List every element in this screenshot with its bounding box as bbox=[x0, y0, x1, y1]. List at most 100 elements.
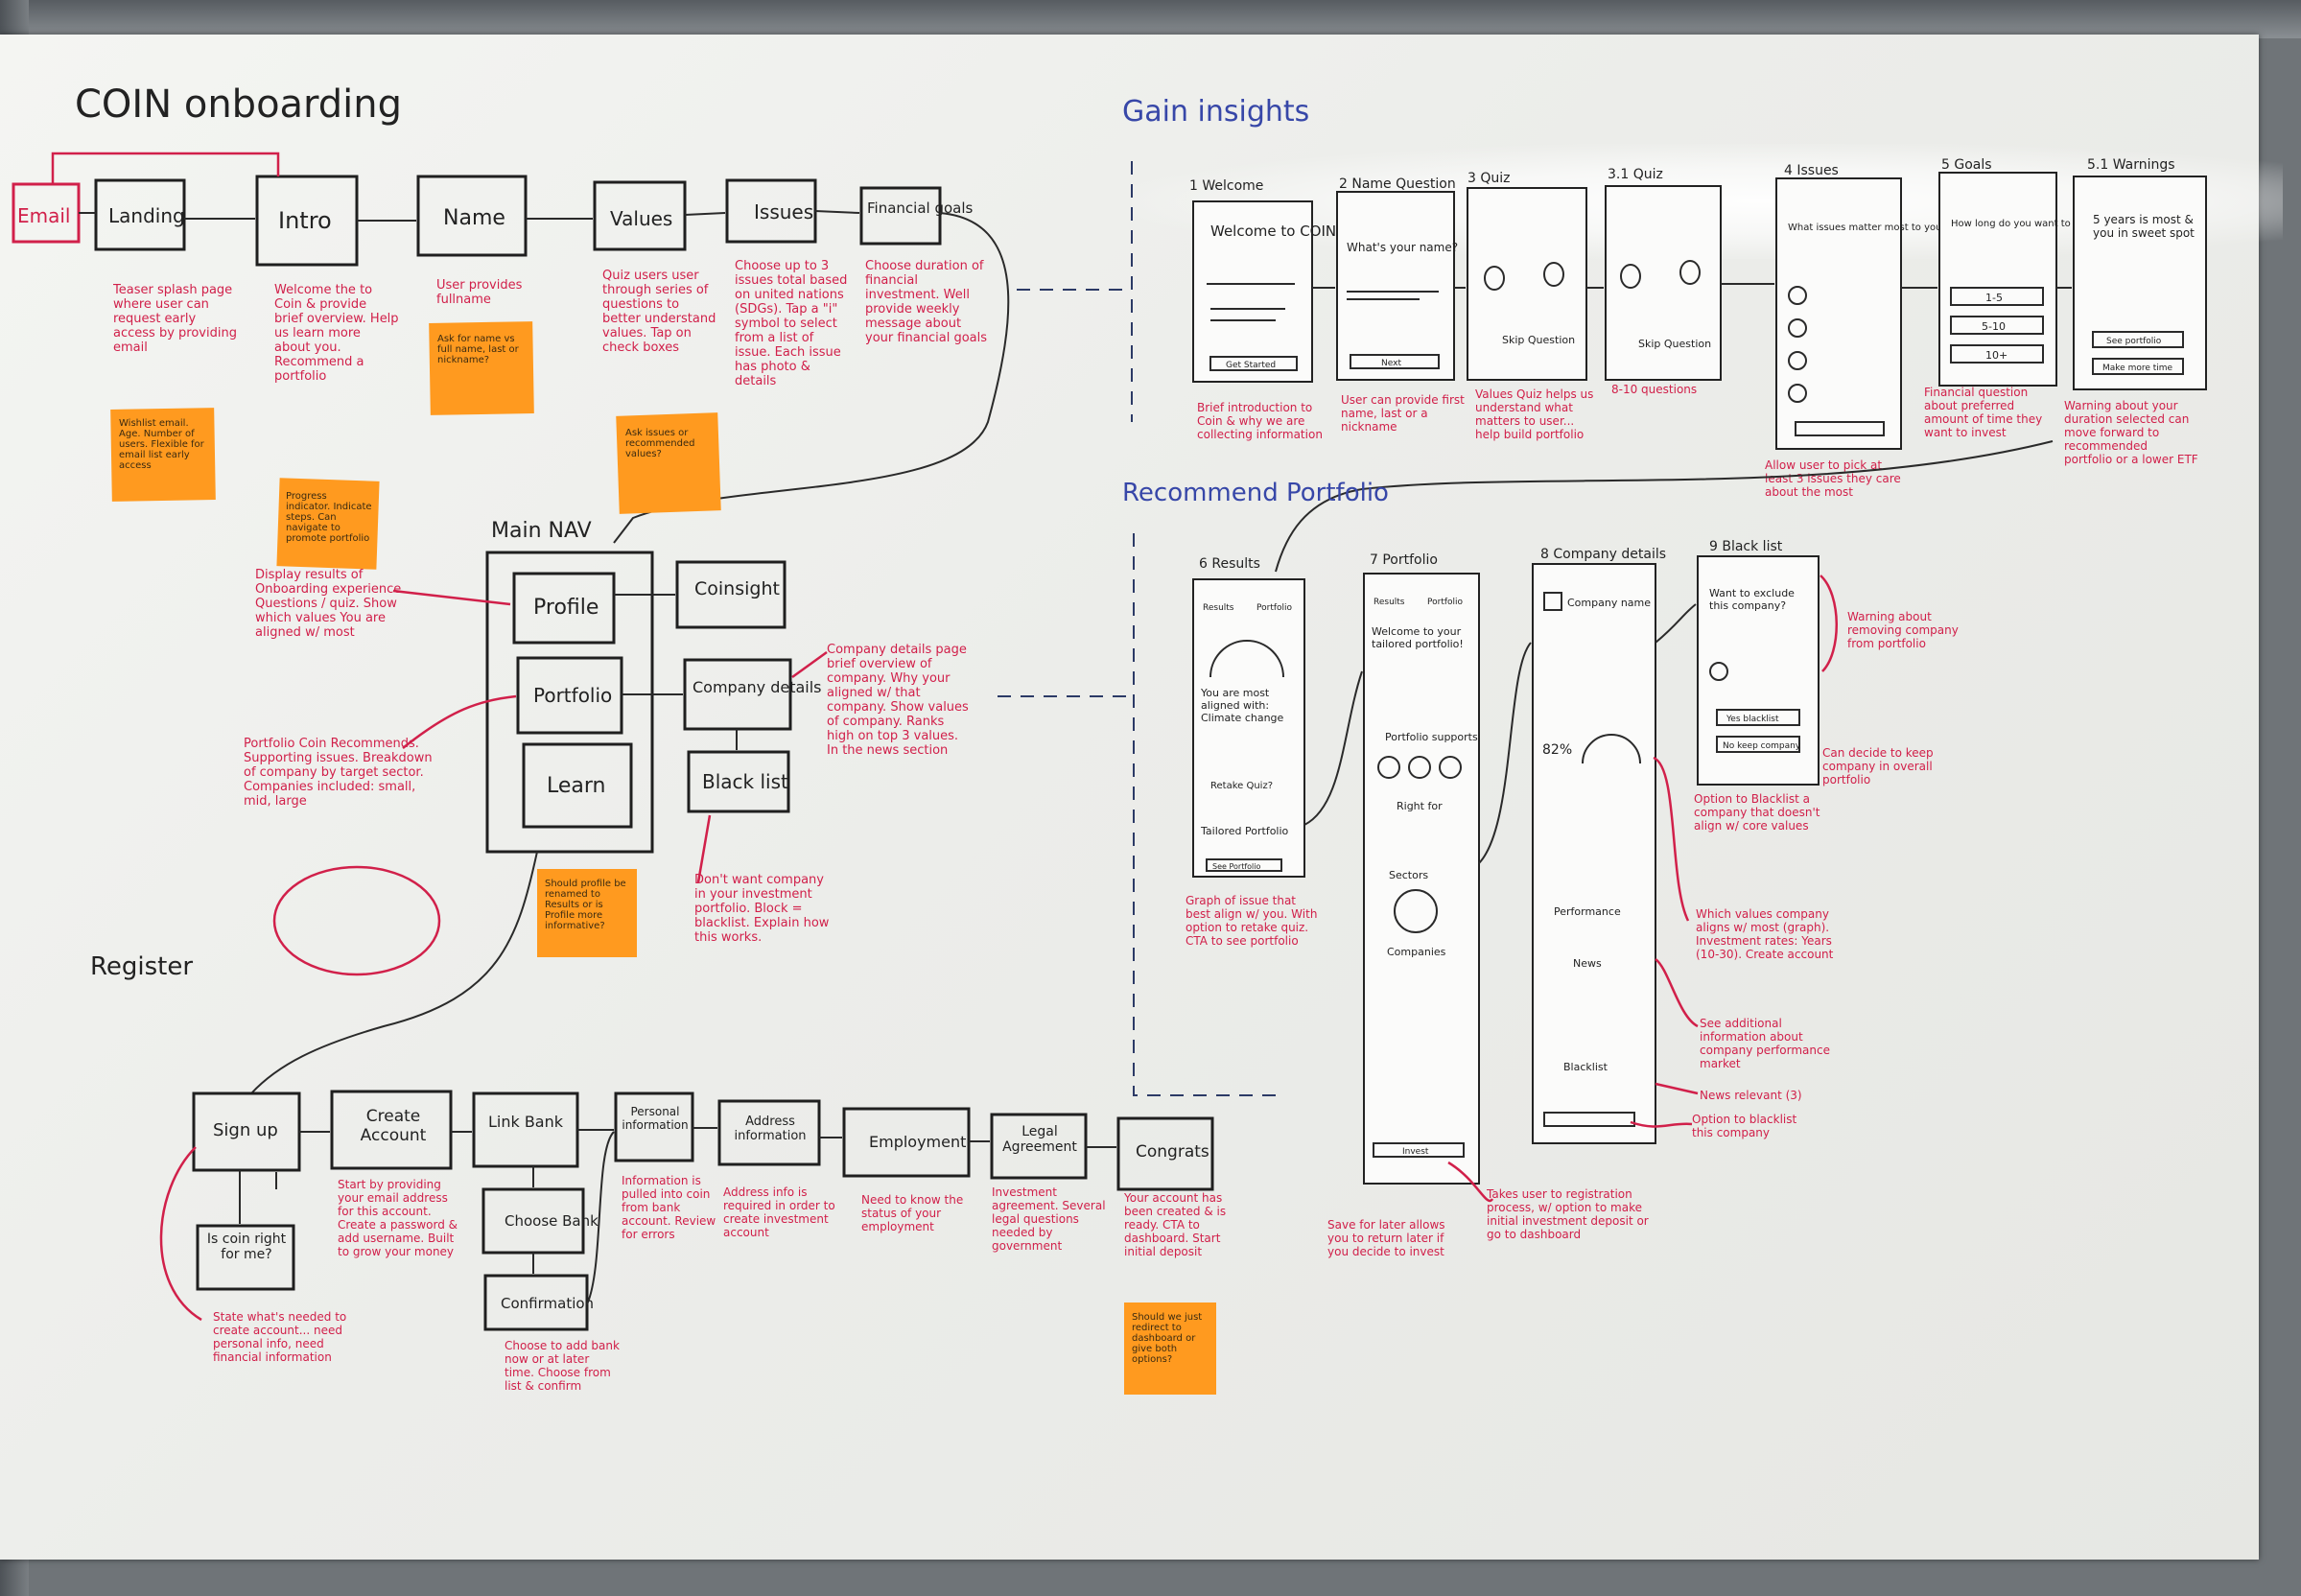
blacklist-company-button bbox=[1543, 1112, 1635, 1127]
issues-next-button bbox=[1795, 421, 1885, 436]
title-onboarding: COIN onboarding bbox=[75, 82, 402, 127]
note-values: Quiz users user through series of questi… bbox=[602, 269, 716, 355]
insight-screen-2 bbox=[1336, 191, 1455, 381]
title-register: Register bbox=[90, 952, 193, 981]
note-keep-company: Can decide to keep company in overall po… bbox=[1822, 746, 1934, 786]
create-account-label: Create Account bbox=[360, 1107, 427, 1145]
support-issue-3 bbox=[1439, 756, 1462, 779]
sticky-notes: Wishlist email. Age. Number of users. Fl… bbox=[110, 321, 1216, 1395]
note-portfolio: Portfolio Coin Recommends. Supporting is… bbox=[244, 737, 433, 809]
nav-profile-label: Profile bbox=[533, 596, 599, 620]
blacklist-note-line bbox=[696, 814, 712, 883]
issues-label: Issues bbox=[754, 200, 813, 223]
invest-button bbox=[1373, 1142, 1465, 1158]
warning-text: 5 years is most & you in sweet spot bbox=[2093, 213, 2195, 240]
note-bank: Choose to add bank now or at later time.… bbox=[505, 1339, 620, 1393]
coinsight-box bbox=[675, 560, 787, 629]
portfolio-notes: Graph of issue that best align w/ you. W… bbox=[1186, 575, 1959, 1258]
nav-profile-box bbox=[512, 572, 616, 645]
main-nav: Main NAV Profile Portfolio Learn Coinsig… bbox=[250, 519, 822, 1094]
portfolio-tab-1: Results bbox=[1374, 598, 1405, 607]
insight-screen-title-2: 2 Name Question bbox=[1339, 176, 1456, 192]
results-tab-1: Results bbox=[1203, 603, 1234, 613]
make-more-time-button bbox=[2092, 358, 2184, 375]
company-gauge bbox=[1582, 734, 1641, 764]
portfolio-screen-1 bbox=[1192, 578, 1305, 878]
employment-label: Employment bbox=[869, 1133, 966, 1151]
title-insights: Gain insights bbox=[1122, 95, 1309, 129]
register-flow: Sign up Create Account Link Bank Persona… bbox=[192, 1090, 1214, 1331]
insights-bracket bbox=[1017, 161, 1133, 422]
quiz-option-b bbox=[1543, 262, 1564, 287]
note-issues: Choose up to 3 issues total based on uni… bbox=[735, 259, 848, 388]
blacklist-section-label: Blacklist bbox=[1563, 1061, 1608, 1073]
yes-blacklist-label: Yes blacklist bbox=[1726, 715, 1779, 724]
note-name-q: User can provide first name, last or a n… bbox=[1341, 393, 1465, 434]
portfolio-screen-title-2: 7 Portfolio bbox=[1370, 552, 1438, 568]
goals-to-nav-curve bbox=[613, 212, 1010, 544]
results-tab-2: Portfolio bbox=[1256, 603, 1293, 613]
warnings-to-results-curve bbox=[1275, 440, 2054, 573]
see-portfolio-cta bbox=[1206, 858, 1282, 872]
portfolio-arrows bbox=[1303, 603, 1697, 864]
name-next-label: Next bbox=[1381, 359, 1401, 368]
insight-screen-1 bbox=[1192, 200, 1313, 383]
goals-option-1 bbox=[1950, 287, 2044, 306]
companies-circle bbox=[272, 865, 441, 976]
insight-screen-title-4: 3.1 Quiz bbox=[1608, 167, 1663, 182]
note-blacklist-option: Option to Blacklist a company that doesn… bbox=[1694, 792, 1820, 833]
goals-option-2 bbox=[1950, 316, 2044, 335]
insight-arrows bbox=[1312, 283, 2072, 289]
coin-right-label: Is coin right for me? bbox=[206, 1232, 287, 1262]
note-financial: Choose duration of financial investment.… bbox=[865, 259, 988, 345]
goals-option-1-label: 1-5 bbox=[1985, 292, 2003, 304]
see-portfolio-cta-label: See Portfolio bbox=[1212, 862, 1260, 871]
note-company-values: Which values company aligns w/ most (gra… bbox=[1696, 907, 1834, 961]
landing-box bbox=[94, 178, 186, 251]
goals-option-3 bbox=[1950, 344, 2044, 364]
performance-label: Performance bbox=[1554, 905, 1621, 918]
get-started-label: Get Started bbox=[1226, 361, 1276, 370]
note-warning-remove: Warning about removing company from port… bbox=[1847, 610, 1959, 650]
register-notes: State what's needed to create account...… bbox=[159, 1146, 1226, 1393]
name-box bbox=[416, 175, 528, 257]
note-issues-pick: Allow user to pick at least 3 issues the… bbox=[1765, 458, 1901, 499]
portfolio-supports-label: Portfolio supports bbox=[1385, 731, 1478, 743]
note-landing: Teaser splash page where user can reques… bbox=[113, 283, 237, 355]
sticky-text-2: Progress indicator. Indicate steps. Can … bbox=[286, 491, 372, 544]
quiz31-skip-label: Skip Question bbox=[1638, 338, 1711, 350]
register-arrows bbox=[239, 1127, 1116, 1305]
title-portfolio: Recommend Portfolio bbox=[1122, 479, 1389, 507]
personal-info-label: Personal information bbox=[622, 1105, 689, 1132]
insight-notes: Brief introduction to Coin & why we are … bbox=[1197, 383, 2198, 573]
portfolio-tab-2: Portfolio bbox=[1427, 598, 1464, 607]
landing-label: Landing bbox=[108, 204, 185, 227]
blacklist-company-logo bbox=[1709, 662, 1728, 681]
nav-arrows bbox=[614, 594, 738, 750]
signup-label: Sign up bbox=[213, 1120, 278, 1140]
results-text: You are most aligned with: Climate chang… bbox=[1201, 687, 1284, 724]
issues-question-text: What issues matter most to you? bbox=[1788, 223, 1947, 233]
note-quiz-count: 8-10 questions bbox=[1611, 383, 1697, 396]
note-warnings: Warning about your duration selected can… bbox=[2064, 399, 2198, 466]
note-option-blacklist: Option to blacklist this company bbox=[1692, 1113, 1797, 1139]
intro-label: Intro bbox=[278, 207, 332, 234]
tailored-portfolio-label: Tailored Portfolio bbox=[1200, 825, 1289, 837]
note-signup: State what's needed to create account...… bbox=[213, 1310, 347, 1364]
company-name-label: Company name bbox=[1567, 597, 1651, 609]
congrats-box bbox=[1116, 1116, 1214, 1191]
portfolio-screen-title-4: 9 Black list bbox=[1709, 539, 1783, 554]
insight-screens: 1 Welcome Welcome to COIN Get Started 2 … bbox=[1189, 157, 2207, 450]
note-news: News relevant (3) bbox=[1700, 1089, 1802, 1102]
support-issue-2 bbox=[1408, 756, 1431, 779]
note-save-later: Save for later allows you to return late… bbox=[1327, 1218, 1445, 1258]
sticky-note-1 bbox=[110, 408, 216, 502]
insight-screen-title-6: 5 Goals bbox=[1941, 157, 1992, 173]
create-account-box bbox=[330, 1090, 453, 1170]
sticky-note-5 bbox=[537, 869, 637, 957]
address-info-box bbox=[717, 1099, 821, 1166]
goals-option-2-label: 5-10 bbox=[1982, 320, 2006, 333]
nav-learn-box bbox=[522, 742, 633, 829]
main-nav-title: Main NAV bbox=[491, 519, 592, 543]
